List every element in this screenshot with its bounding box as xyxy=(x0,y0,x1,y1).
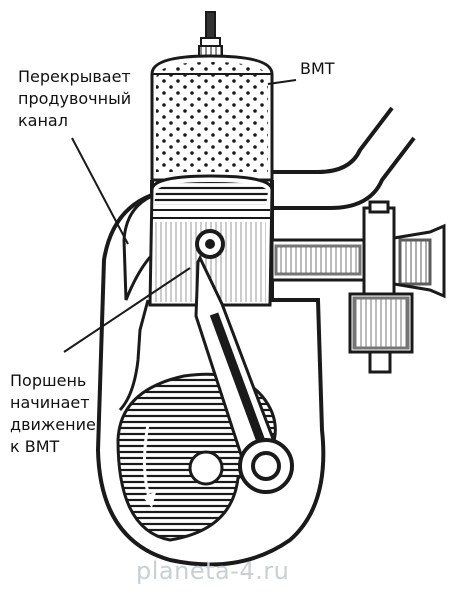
label-line: канал xyxy=(18,110,131,132)
label-line: начинает xyxy=(10,392,96,414)
label-line: продувочный xyxy=(18,88,131,110)
carburetor xyxy=(272,202,444,372)
watermark: planeta-4.ru xyxy=(136,557,289,585)
combustion-chamber xyxy=(152,56,272,180)
main-bearing xyxy=(190,452,222,484)
label-line: Поршень xyxy=(10,370,96,392)
exhaust-pipe xyxy=(272,108,414,208)
label-piston-moves: Поршень начинает движение к ВМТ xyxy=(10,370,96,458)
label-line: к ВМТ xyxy=(10,436,96,458)
label-closes-port: Перекрывает продувочный канал xyxy=(18,66,131,132)
label-tdc: ВМТ xyxy=(300,58,335,80)
spark-plug xyxy=(199,12,222,56)
label-line: Перекрывает xyxy=(18,66,131,88)
label-line: движение xyxy=(10,414,96,436)
leader-closes-port xyxy=(72,138,128,244)
